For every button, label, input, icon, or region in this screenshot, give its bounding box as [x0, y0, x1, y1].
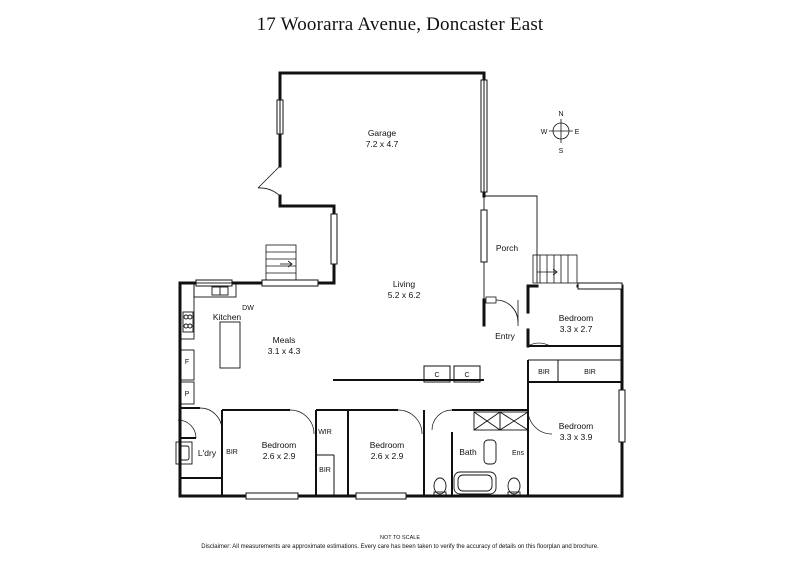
living-dims: 5.2 x 6.2: [388, 290, 421, 300]
room-labels: Garage 7.2 x 4.7 Porch Living 5.2 x 6.2 …: [198, 128, 593, 461]
bedroom-ne-name: Bedroom: [559, 313, 594, 323]
entry-name: Entry: [495, 331, 516, 341]
wir-label: WIR: [318, 429, 332, 436]
bath-name: Bath: [459, 447, 477, 457]
bedroom-se-dims: 3.3 x 3.9: [560, 432, 593, 442]
cupboard-label-2: C: [464, 372, 469, 379]
garage-name: Garage: [368, 128, 397, 138]
bedroom-se-name: Bedroom: [559, 421, 594, 431]
garage-dims: 7.2 x 4.7: [366, 139, 399, 149]
cupboards: [423, 365, 481, 383]
porch-window: [480, 209, 488, 263]
compass-e: E: [575, 129, 580, 136]
fixture-labels: DW F P BIR WIR BIR BIR BIR C C: [185, 305, 596, 474]
cupboard-label-1: C: [434, 372, 439, 379]
porch-name: Porch: [496, 243, 518, 253]
compass-n: N: [558, 111, 563, 118]
bir-label-mid: BIR: [319, 467, 331, 474]
garage-door-swing: [257, 165, 281, 197]
not-to-scale-note: NOT TO SCALE: [379, 535, 421, 541]
bir-label-west: BIR: [226, 449, 238, 456]
garage-windows: [276, 79, 488, 193]
meals-name: Meals: [273, 335, 296, 345]
laundry-name: L'dry: [198, 448, 217, 458]
compass: N E S W: [541, 111, 580, 155]
compass-s: S: [559, 148, 564, 155]
living-window: [330, 213, 338, 265]
fridge-label: F: [185, 359, 189, 366]
ensuite-name: Ens: [512, 450, 525, 457]
door-swings: [177, 342, 553, 439]
dishwasher-label: DW: [242, 305, 254, 312]
plan-title: 17 Woorarra Avenue, Doncaster East: [256, 14, 544, 35]
bedroom-se-window: [618, 389, 626, 443]
bir-label-east-1: BIR: [538, 369, 550, 376]
living-name: Living: [393, 279, 415, 289]
entry-door: [485, 296, 519, 326]
bedroom-mid-name: Bedroom: [370, 440, 405, 450]
bedroom-w-dims: 2.6 x 2.9: [263, 451, 296, 461]
bir-label-east-2: BIR: [584, 369, 596, 376]
robe-dividers: [316, 359, 622, 496]
bedroom-w-name: Bedroom: [262, 440, 297, 450]
side-steps: [265, 244, 297, 282]
disclaimer: Disclaimer: All measurements are approxi…: [201, 544, 599, 550]
interior-walls: [180, 345, 622, 496]
bathroom-fixtures: [175, 411, 529, 497]
bedroom-ne-dims: 3.3 x 2.7: [560, 324, 593, 334]
porch-steps: [532, 254, 578, 284]
kitchen-name: Kitchen: [213, 312, 242, 322]
bottom-windows: [245, 492, 407, 500]
pantry-label: P: [185, 391, 190, 398]
compass-w: W: [541, 129, 548, 136]
bedroom-ne-window: [577, 282, 623, 290]
bedroom-mid-dims: 2.6 x 2.9: [371, 451, 404, 461]
kitchen-benches: [179, 282, 241, 405]
meals-dims: 3.1 x 4.3: [268, 346, 301, 356]
